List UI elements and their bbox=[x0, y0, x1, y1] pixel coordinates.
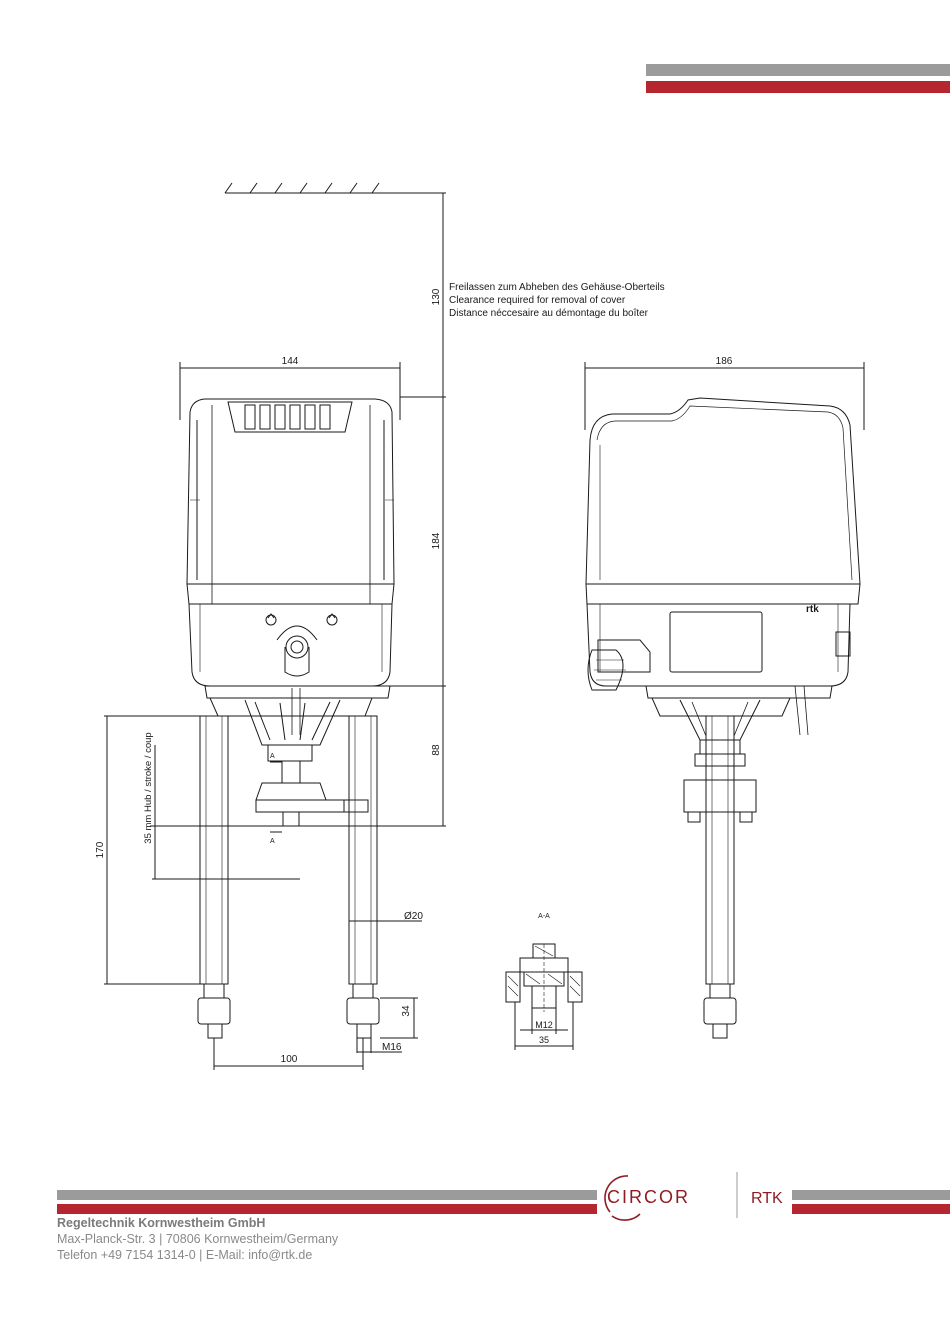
circor-logo-text: CIRCOR bbox=[607, 1187, 690, 1207]
header-grey-bar bbox=[646, 64, 950, 76]
footer-contact: Telefon +49 7154 1314-0 | E-Mail: info@r… bbox=[57, 1248, 313, 1262]
dim-144 bbox=[179, 362, 401, 420]
dim-34 bbox=[380, 997, 418, 1039]
dim-34-label: 34 bbox=[401, 1005, 412, 1017]
dim-d20-label: Ø20 bbox=[404, 911, 423, 922]
footer-address: Max-Planck-Str. 3 | 70806 Kornwestheim/G… bbox=[57, 1232, 339, 1246]
clearance-note-en: Clearance required for removal of cover bbox=[449, 295, 626, 306]
dim-stroke-label: 35 mm Hub / stroke / coup bbox=[143, 732, 154, 843]
front-pillars bbox=[197, 715, 380, 1039]
dim-stroke bbox=[152, 745, 300, 880]
footer-grey-bar-left bbox=[57, 1190, 597, 1200]
dim-186-label: 186 bbox=[716, 356, 733, 367]
vertical-dimension-chain bbox=[150, 193, 446, 827]
footer-company: Regeltechnik Kornwestheim GmbH bbox=[57, 1216, 266, 1230]
side-view-actuator bbox=[585, 397, 861, 1039]
dim-m16-label: M16 bbox=[382, 1042, 402, 1053]
dim-m12 bbox=[520, 1008, 568, 1034]
dim-35 bbox=[514, 1002, 574, 1050]
clearance-note-fr: Distance néccesaire au démontage du boît… bbox=[449, 308, 649, 319]
clearance-note-de: Freilassen zum Abheben des Gehäuse-Obert… bbox=[449, 282, 665, 293]
dim-100-label: 100 bbox=[281, 1054, 298, 1065]
dim-88-label: 88 bbox=[431, 744, 442, 756]
section-a-a bbox=[505, 943, 583, 1012]
side-product-mark: rtk bbox=[806, 604, 819, 615]
dim-m12-label: M12 bbox=[535, 1020, 553, 1030]
section-title: A-A bbox=[538, 913, 550, 920]
dim-m16 bbox=[356, 1038, 402, 1053]
footer-red-bar-left bbox=[57, 1204, 597, 1214]
dim-35-label: 35 bbox=[539, 1035, 549, 1045]
section-mark-bottom: A bbox=[270, 838, 275, 845]
rtk-logo-text: RTK bbox=[751, 1190, 783, 1207]
dim-184-label: 184 bbox=[431, 532, 442, 549]
dim-170 bbox=[104, 715, 200, 985]
front-view-actuator bbox=[186, 398, 395, 833]
circor-logo-ring bbox=[604, 1175, 641, 1221]
dim-130-label: 130 bbox=[431, 288, 442, 305]
dim-170-label: 170 bbox=[95, 841, 106, 858]
footer-red-bar-right bbox=[792, 1204, 950, 1214]
footer-grey-bar-right bbox=[792, 1190, 950, 1200]
dim-144-label: 144 bbox=[282, 356, 299, 367]
header-red-bar bbox=[646, 81, 950, 93]
dim-186 bbox=[584, 362, 865, 430]
ceiling-hatch bbox=[224, 182, 446, 194]
section-mark-top: A bbox=[270, 753, 275, 760]
dim-100 bbox=[213, 1038, 364, 1070]
